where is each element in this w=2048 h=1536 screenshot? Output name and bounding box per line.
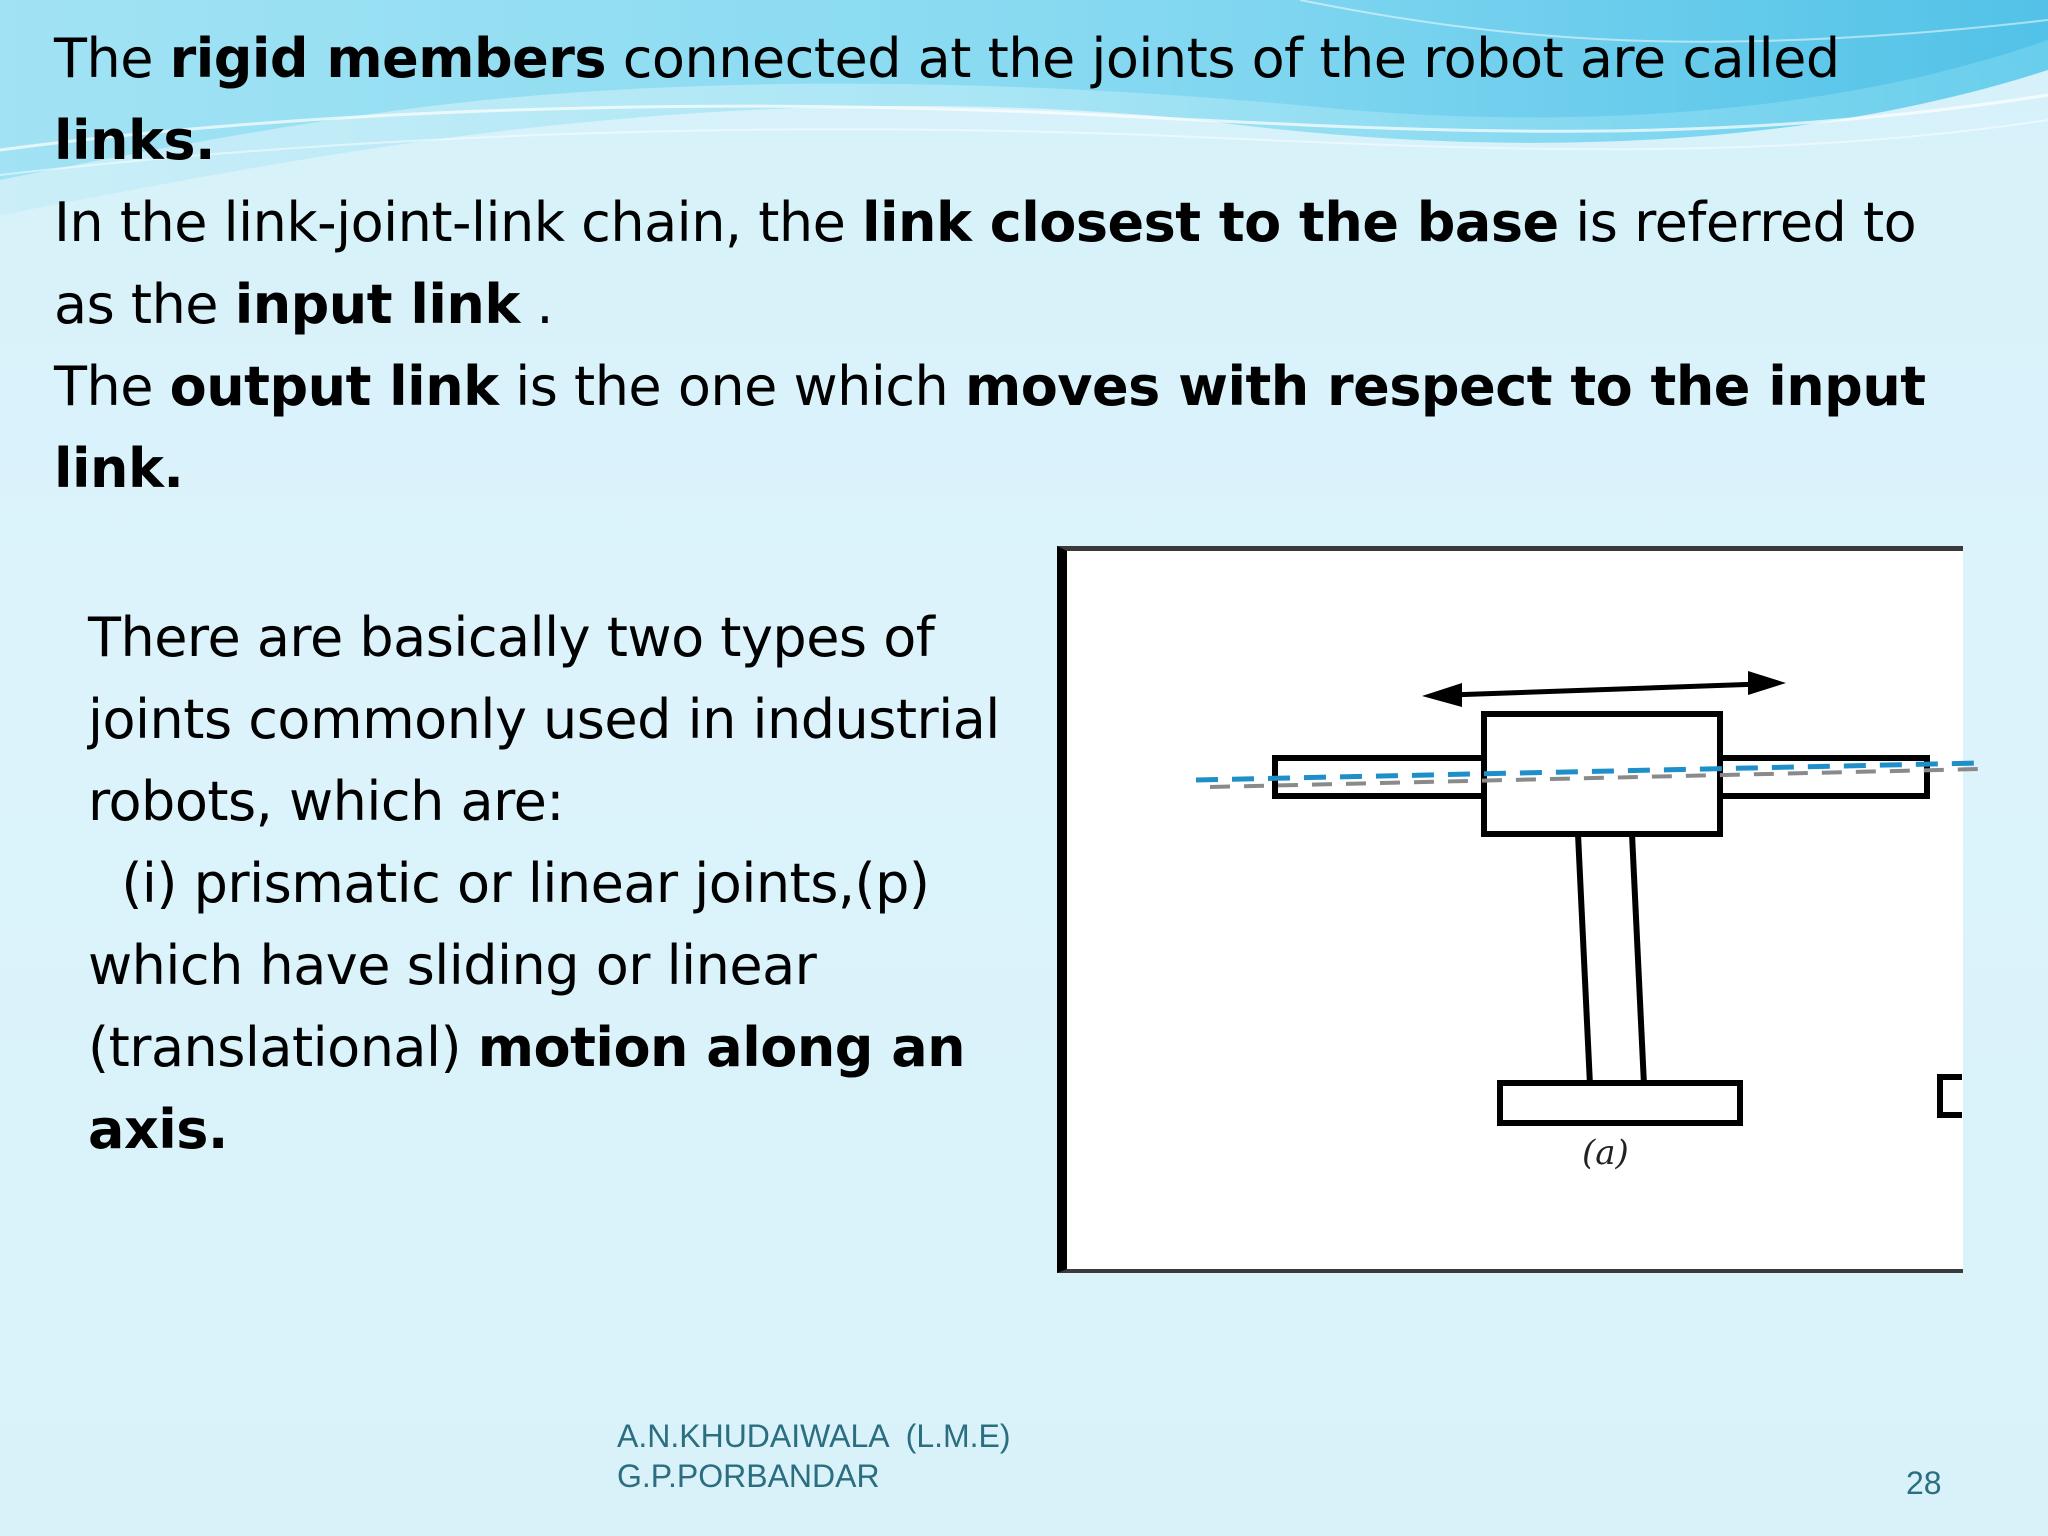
bold-text-run: links. — [54, 109, 216, 172]
text-line: In the link-joint-link chain, the link c… — [54, 182, 1917, 264]
text-run: . — [519, 273, 554, 336]
paragraph-input-link: In the link-joint-link chain, the link c… — [54, 182, 1917, 346]
text-line: robots, which are: — [88, 770, 564, 833]
text-run: The — [54, 355, 170, 418]
text-run: as the — [54, 273, 235, 336]
base-plate — [1497, 1080, 1743, 1126]
text-line: (i) prismatic or linear joints,(p) — [88, 852, 930, 915]
bold-text-run: link. — [54, 437, 184, 500]
text-line: joints commonly used in industrial — [88, 688, 1000, 751]
text-line: axis. — [88, 1089, 1000, 1171]
text-run: The — [54, 27, 170, 90]
text-line: links. — [54, 100, 1840, 182]
bold-text-run: rigid members — [169, 27, 607, 90]
prismatic-joint-diagram-icon — [1195, 671, 1981, 1126]
axis-line-blue — [1195, 760, 1981, 783]
text-run: is the one which — [498, 355, 965, 418]
paragraph-links-definition: The rigid members connected at the joint… — [54, 18, 1840, 182]
paragraph-joint-types: There are basically two types of joints … — [88, 597, 1000, 1171]
bold-text-run: axis. — [88, 1098, 228, 1161]
bold-text-run: moves with respect to the input — [964, 355, 1926, 418]
text-line: The rigid members connected at the joint… — [54, 18, 1840, 100]
text-run: In the link-joint-link chain, the — [54, 191, 863, 254]
paragraph-output-link: The output link is the one which moves w… — [54, 346, 1926, 510]
text-line: There are basically two types of — [88, 606, 935, 669]
bold-text-run: link closest to the base — [862, 191, 1559, 254]
text-line: link. — [54, 428, 1926, 510]
footer-author: A.N.KHUDAIWALA (L.M.E) G.P.PORBANDAR — [617, 1416, 1011, 1496]
text-run: (translational) — [88, 1016, 478, 1079]
bold-text-run: output link — [169, 355, 499, 418]
text-line: which have sliding or linear — [88, 934, 817, 997]
axis-line-gray — [1209, 767, 1981, 789]
text-run: connected at the joints of the robot are… — [606, 27, 1840, 90]
double-arrow-icon — [1422, 671, 1786, 707]
wave-header-decoration — [0, 0, 2048, 215]
prismatic-joint-figure: (a) — [1057, 546, 1981, 1273]
author-institution: G.P.PORBANDAR — [617, 1458, 880, 1494]
bold-text-run: motion along an — [477, 1016, 966, 1079]
text-line: as the input link . — [54, 264, 1916, 346]
text-line: (translational) motion along an — [88, 1007, 1000, 1089]
text-line: The output link is the one which moves w… — [54, 346, 1926, 428]
slide-number: 28 — [1906, 1465, 1942, 1501]
figure-caption: (a) — [1582, 1133, 1629, 1173]
bold-text-run: input link — [234, 273, 521, 336]
sliding-block — [1481, 711, 1723, 837]
text-run: is referred to — [1558, 191, 1917, 254]
author-name: A.N.KHUDAIWALA (L.M.E) — [617, 1418, 1011, 1454]
